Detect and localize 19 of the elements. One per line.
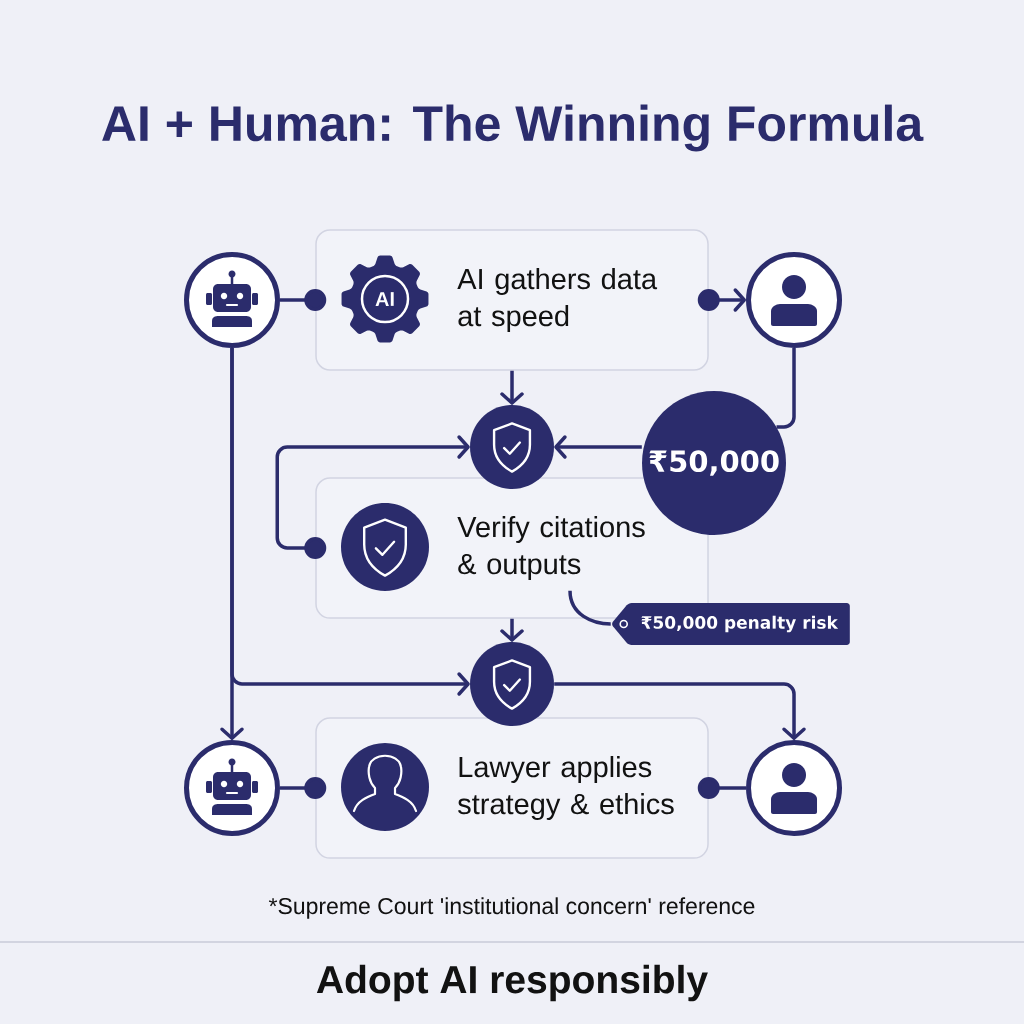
- shield-icon: [470, 642, 554, 726]
- arrow: [275, 435, 470, 559]
- person-icon: [746, 252, 842, 348]
- robot-icon: [184, 740, 280, 836]
- person-icon: [746, 740, 842, 836]
- arrow: [697, 288, 746, 312]
- arrow: [554, 682, 806, 740]
- connector-line: [280, 289, 327, 311]
- connector-line: [697, 777, 746, 799]
- connector-line: [280, 777, 327, 799]
- shield-icon: [470, 405, 554, 489]
- robot-icon: [184, 252, 280, 348]
- footnote: *Supreme Court 'institutional concern' reference: [268, 897, 755, 919]
- arrow: [230, 348, 470, 696]
- title: AI + Human: The Winning Formula: [102, 104, 924, 152]
- arrow: [554, 435, 642, 459]
- arrow: [500, 370, 524, 405]
- leader-line: [568, 590, 611, 626]
- tagline: Adopt AI responsibly: [316, 964, 708, 1002]
